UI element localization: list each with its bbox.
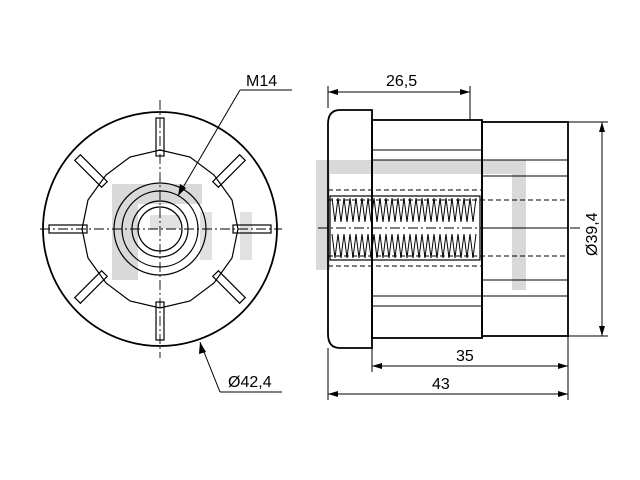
thread-zigzag — [331, 197, 477, 223]
outer-diameter-label: Ø42,4 — [228, 374, 272, 391]
dim-total-length: 43 — [327, 348, 569, 400]
side-cap-flange — [327, 109, 373, 349]
outer-diameter-arrow — [199, 342, 206, 354]
thread-zigzag — [331, 233, 477, 259]
slot-left — [48, 224, 88, 234]
top-length-label: 26,5 — [386, 73, 417, 90]
side-thread-insert — [329, 195, 481, 261]
front-hub-mid — [121, 190, 199, 268]
slot-top — [155, 117, 165, 157]
side-thread-pattern — [331, 197, 477, 259]
total-length-label: 43 — [432, 376, 450, 393]
dim-inner-length: 35 — [371, 336, 569, 372]
front-rib-ring — [81, 149, 239, 309]
side-main-body — [371, 119, 483, 339]
slot-top-right — [211, 153, 247, 189]
height-diameter-label: Ø39,4 — [584, 212, 601, 256]
slot-bottom — [155, 301, 165, 341]
slot-top-left — [73, 153, 109, 189]
front-bore-outer — [131, 200, 189, 258]
front-hub-outer — [113, 182, 207, 276]
front-outer-circle — [42, 111, 278, 347]
side-end-tube — [481, 121, 569, 337]
front-bore-inner — [137, 206, 183, 252]
thread-leader-line — [177, 89, 241, 197]
front-view: M14 Ø42,4 — [40, 73, 292, 393]
slot-bottom-left — [73, 269, 109, 305]
slot-bottom-right — [211, 269, 247, 305]
dim-height-diameter: Ø39,4 — [568, 121, 608, 337]
thread-leader-arrow — [178, 184, 186, 196]
dim-top-length: 26,5 — [327, 73, 471, 120]
front-radial-slots — [48, 117, 272, 341]
inner-length-label: 35 — [456, 348, 474, 365]
watermark-logo — [112, 160, 526, 290]
side-view: 26,5 35 43 Ø39,4 — [318, 73, 608, 400]
side-rib-lines — [372, 149, 568, 307]
thread-label: M14 — [246, 73, 277, 90]
slot-right — [232, 224, 272, 234]
